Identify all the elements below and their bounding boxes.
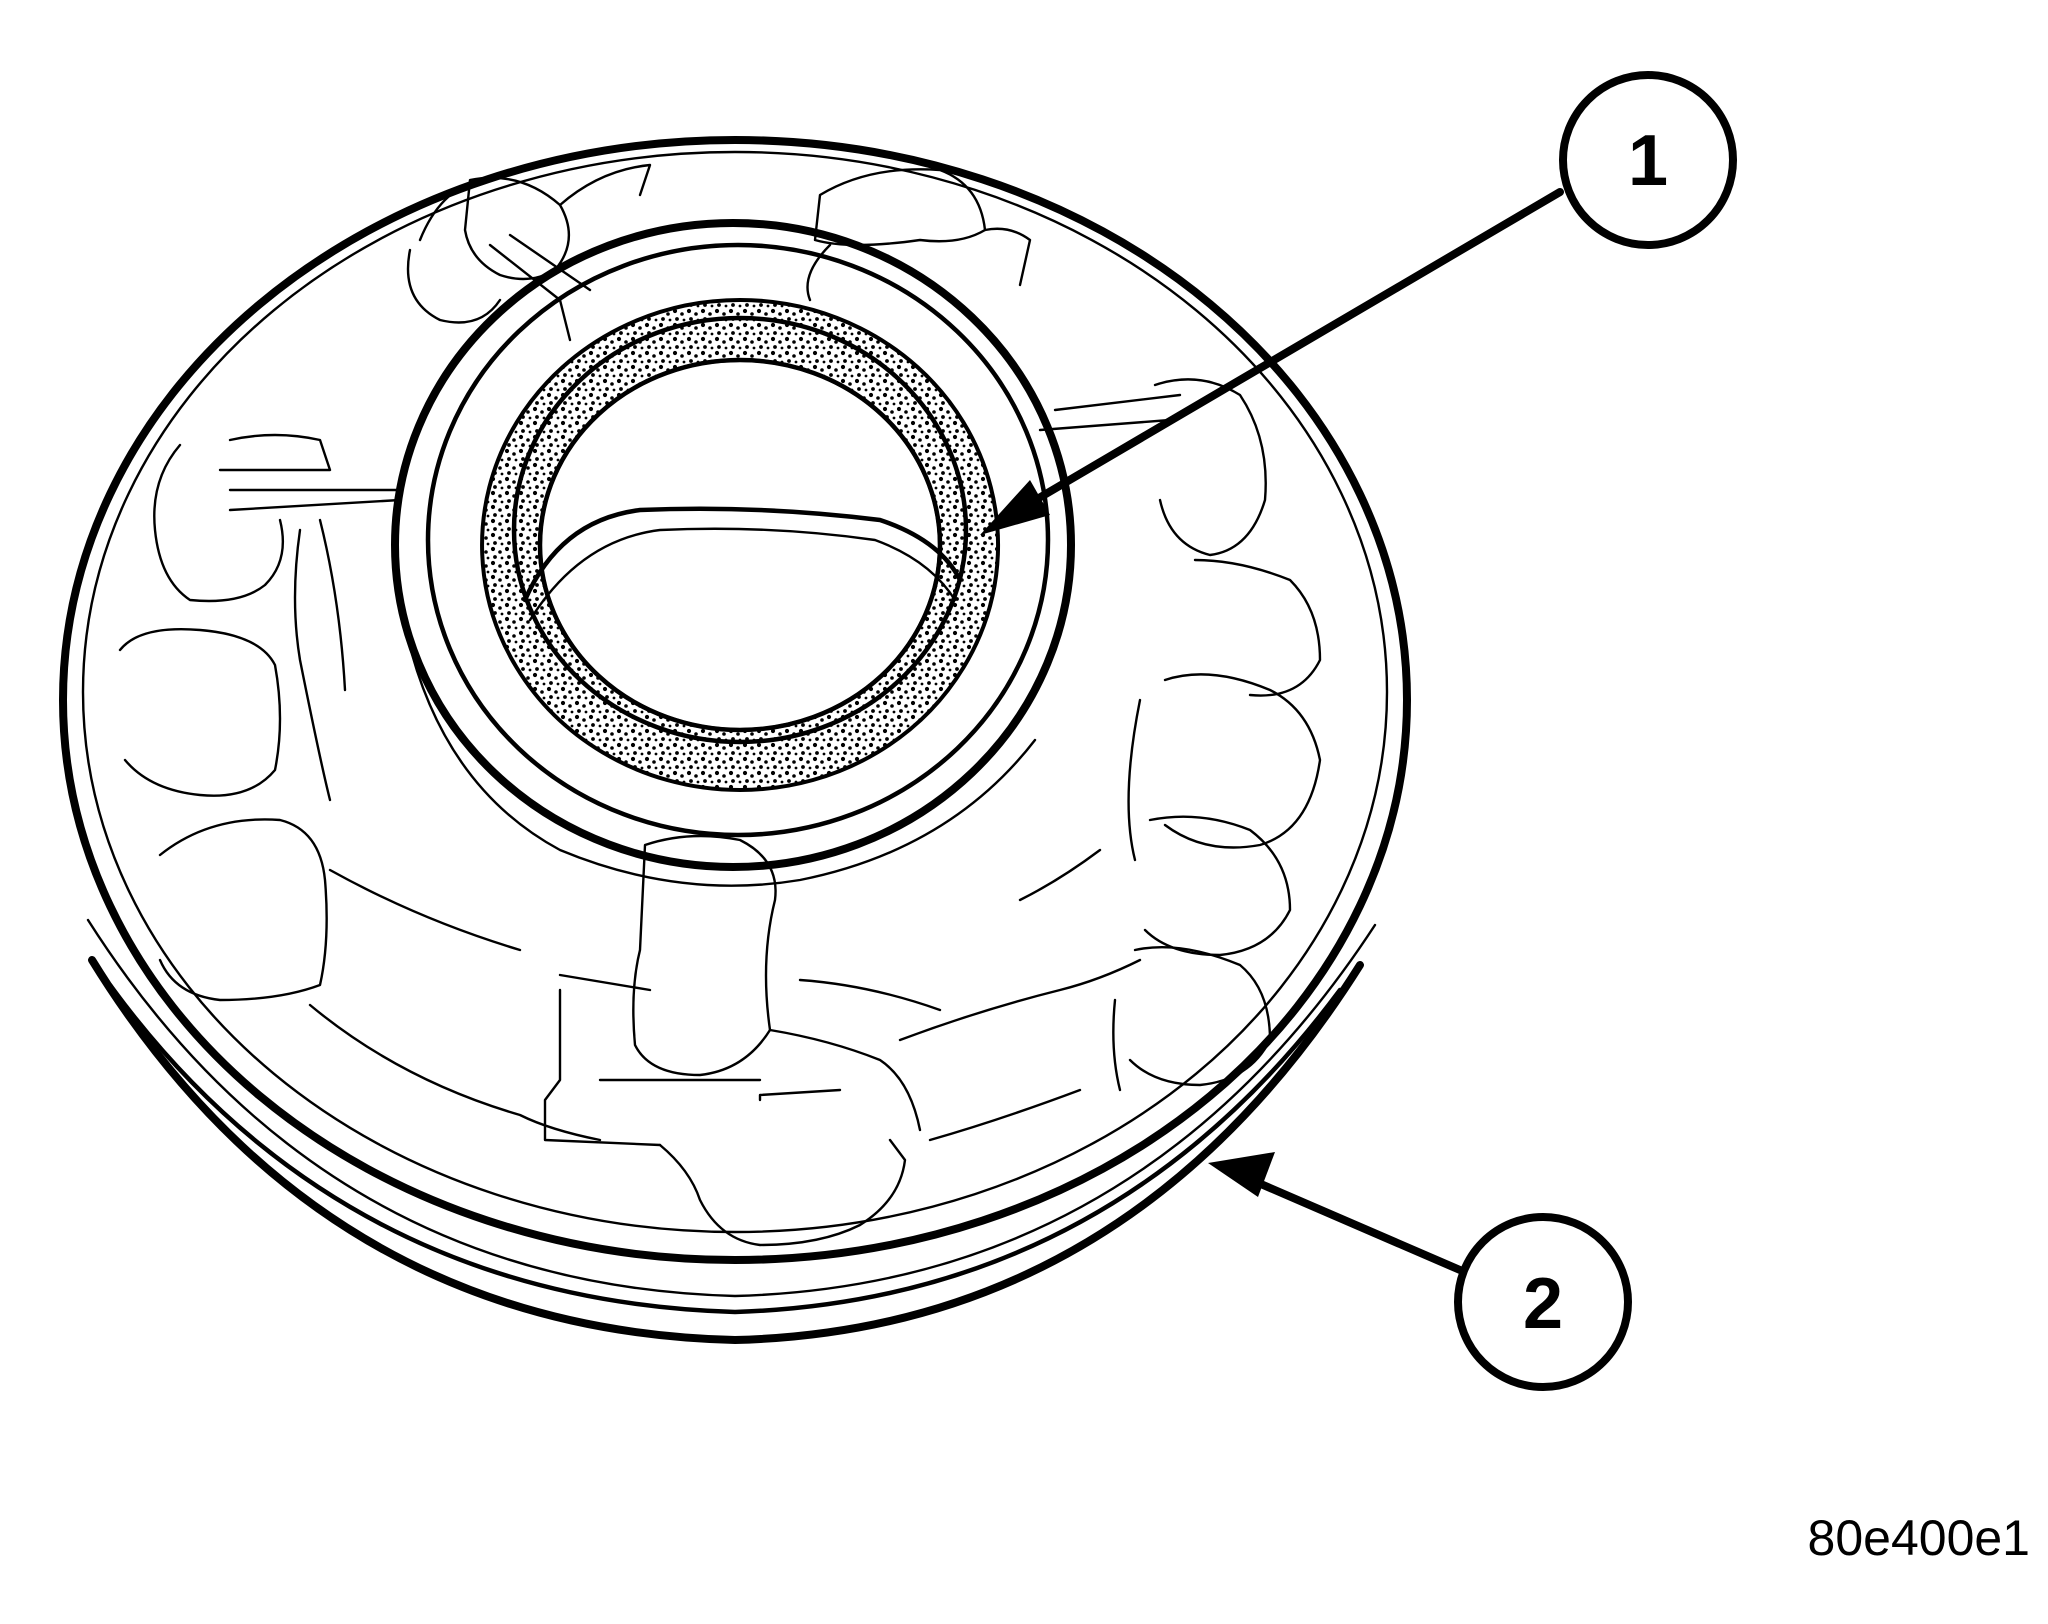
pump-body-pockets — [118, 163, 1322, 1247]
callout-2-arrowhead — [1208, 1152, 1275, 1197]
callout-1-label: 1 — [1628, 121, 1668, 201]
callout-2: 2 — [1208, 1152, 1632, 1391]
front-seal — [480, 298, 1000, 792]
callout-1: 1 — [980, 71, 1737, 535]
figure-id: 80e400e1 — [1808, 1510, 2030, 1566]
callout-2-label: 2 — [1523, 1264, 1563, 1344]
center-collar — [391, 219, 1075, 887]
callout-1-arrowhead — [980, 480, 1050, 535]
housing-outer-rim — [59, 136, 1411, 1344]
